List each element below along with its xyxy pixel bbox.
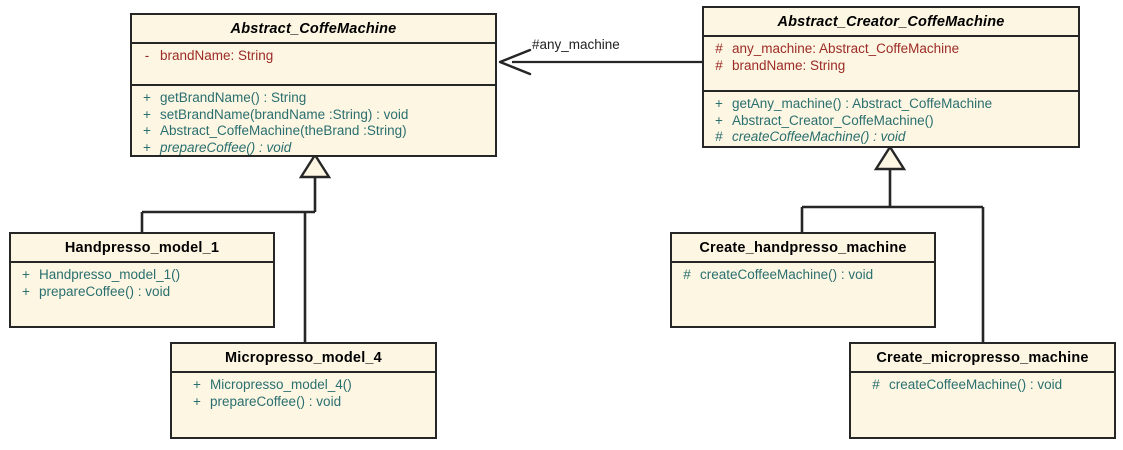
- operation-row: # createCoffeeMachine() : void: [863, 377, 1112, 394]
- operation-compartment-handpresso-model-1: + Handpresso_model_1() + prepareCoffee()…: [11, 263, 273, 326]
- operation-label: getAny_machine() : Abstract_CoffeMachine: [732, 96, 993, 111]
- operation-row: + getBrandName() : String: [134, 90, 493, 107]
- association-any-machine: [498, 48, 702, 76]
- class-box-abstract-coffemachine[interactable]: Abstract_CoffeMachine - brandName: Strin…: [130, 13, 497, 157]
- attribute-compartment-abstract-creator-coffemachine: # any_machine: Abstract_CoffeMachine # b…: [704, 37, 1078, 92]
- visibility-marker: +: [193, 393, 201, 409]
- operation-row: + Handpresso_model_1(): [13, 267, 271, 284]
- operation-label: getBrandName() : String: [160, 90, 307, 105]
- class-name-micropresso-model-4: Micropresso_model_4: [172, 344, 435, 373]
- operation-row: # createCoffeeMachine() : void: [706, 129, 1076, 146]
- operation-compartment-abstract-creator-coffemachine: + getAny_machine() : Abstract_CoffeMachi…: [704, 92, 1078, 150]
- visibility-marker: +: [143, 90, 151, 105]
- operation-row: + prepareCoffee() : void: [184, 394, 433, 411]
- operation-label: prepareCoffee() : void: [39, 283, 171, 299]
- generalization-triangle-right: [873, 144, 907, 171]
- operation-row: + getAny_machine() : Abstract_CoffeMachi…: [706, 96, 1076, 113]
- class-name-abstract-creator-coffemachine: Abstract_Creator_CoffeMachine: [704, 8, 1078, 37]
- operation-label: prepareCoffee() : void: [160, 139, 292, 155]
- operation-compartment-create-handpresso-machine: # createCoffeeMachine() : void: [672, 263, 934, 326]
- attribute-label: brandName: String: [732, 57, 846, 73]
- operation-row: + prepareCoffee() : void: [134, 140, 493, 157]
- operation-row: + Abstract_CoffeMachine(theBrand :String…: [134, 123, 493, 140]
- class-name-abstract-coffemachine: Abstract_CoffeMachine: [132, 15, 495, 44]
- operation-row: + setBrandName(brandName :String) : void: [134, 107, 493, 124]
- visibility-marker: +: [22, 283, 30, 299]
- class-box-handpresso-model-1[interactable]: Handpresso_model_1 + Handpresso_model_1(…: [9, 232, 275, 328]
- attribute-label: brandName: String: [160, 48, 274, 63]
- operation-row: + Abstract_Creator_CoffeMachine(): [706, 113, 1076, 130]
- operation-label: Micropresso_model_4(): [210, 377, 352, 392]
- operation-label: Abstract_Creator_CoffeMachine(): [732, 112, 934, 128]
- visibility-marker: #: [715, 41, 723, 56]
- visibility-marker: +: [715, 96, 723, 111]
- association-label-any-machine: #any_machine: [532, 37, 620, 52]
- attribute-row: # brandName: String: [706, 58, 1076, 75]
- visibility-marker: #: [715, 129, 723, 144]
- visibility-marker: +: [143, 106, 151, 122]
- operation-label: createCoffeeMachine() : void: [700, 267, 874, 282]
- operation-row: + Micropresso_model_4(): [184, 377, 433, 394]
- attribute-compartment-abstract-coffemachine: - brandName: String: [132, 44, 495, 86]
- class-box-create-handpresso-machine[interactable]: Create_handpresso_machine # createCoffee…: [670, 232, 936, 328]
- operation-row: + prepareCoffee() : void: [13, 284, 271, 301]
- visibility-marker: +: [22, 267, 30, 282]
- operation-row: # createCoffeeMachine() : void: [674, 267, 932, 284]
- visibility-marker: #: [683, 267, 691, 282]
- class-name-create-handpresso-machine: Create_handpresso_machine: [672, 234, 934, 263]
- visibility-marker: +: [193, 377, 201, 392]
- class-box-create-micropresso-machine[interactable]: Create_micropresso_machine # createCoffe…: [849, 342, 1116, 439]
- operation-label: Abstract_CoffeMachine(theBrand :String): [160, 123, 407, 138]
- operation-label: Handpresso_model_1(): [39, 267, 181, 282]
- class-name-handpresso-model-1: Handpresso_model_1: [11, 234, 273, 263]
- class-name-create-micropresso-machine: Create_micropresso_machine: [851, 344, 1114, 373]
- attribute-label: any_machine: Abstract_CoffeMachine: [732, 41, 960, 56]
- visibility-marker: -: [144, 48, 150, 63]
- class-box-micropresso-model-4[interactable]: Micropresso_model_4 + Micropresso_model_…: [170, 342, 437, 439]
- operation-compartment-abstract-coffemachine: + getBrandName() : String + setBrandName…: [132, 86, 495, 160]
- visibility-marker: +: [143, 123, 151, 138]
- operation-compartment-create-micropresso-machine: # createCoffeeMachine() : void: [851, 373, 1114, 437]
- visibility-marker: +: [143, 139, 151, 155]
- operation-label: createCoffeeMachine() : void: [889, 377, 1063, 392]
- operation-label: setBrandName(brandName :String) : void: [160, 106, 409, 122]
- visibility-marker: #: [872, 377, 880, 392]
- operation-compartment-micropresso-model-4: + Micropresso_model_4() + prepareCoffee(…: [172, 373, 435, 437]
- operation-label: createCoffeeMachine() : void: [732, 129, 906, 144]
- attribute-row: - brandName: String: [134, 48, 493, 65]
- attribute-row: # any_machine: Abstract_CoffeMachine: [706, 41, 1076, 58]
- operation-label: prepareCoffee() : void: [210, 393, 342, 409]
- visibility-marker: #: [715, 57, 723, 73]
- visibility-marker: +: [715, 112, 723, 128]
- class-box-abstract-creator-coffemachine[interactable]: Abstract_Creator_CoffeMachine # any_mach…: [702, 6, 1080, 148]
